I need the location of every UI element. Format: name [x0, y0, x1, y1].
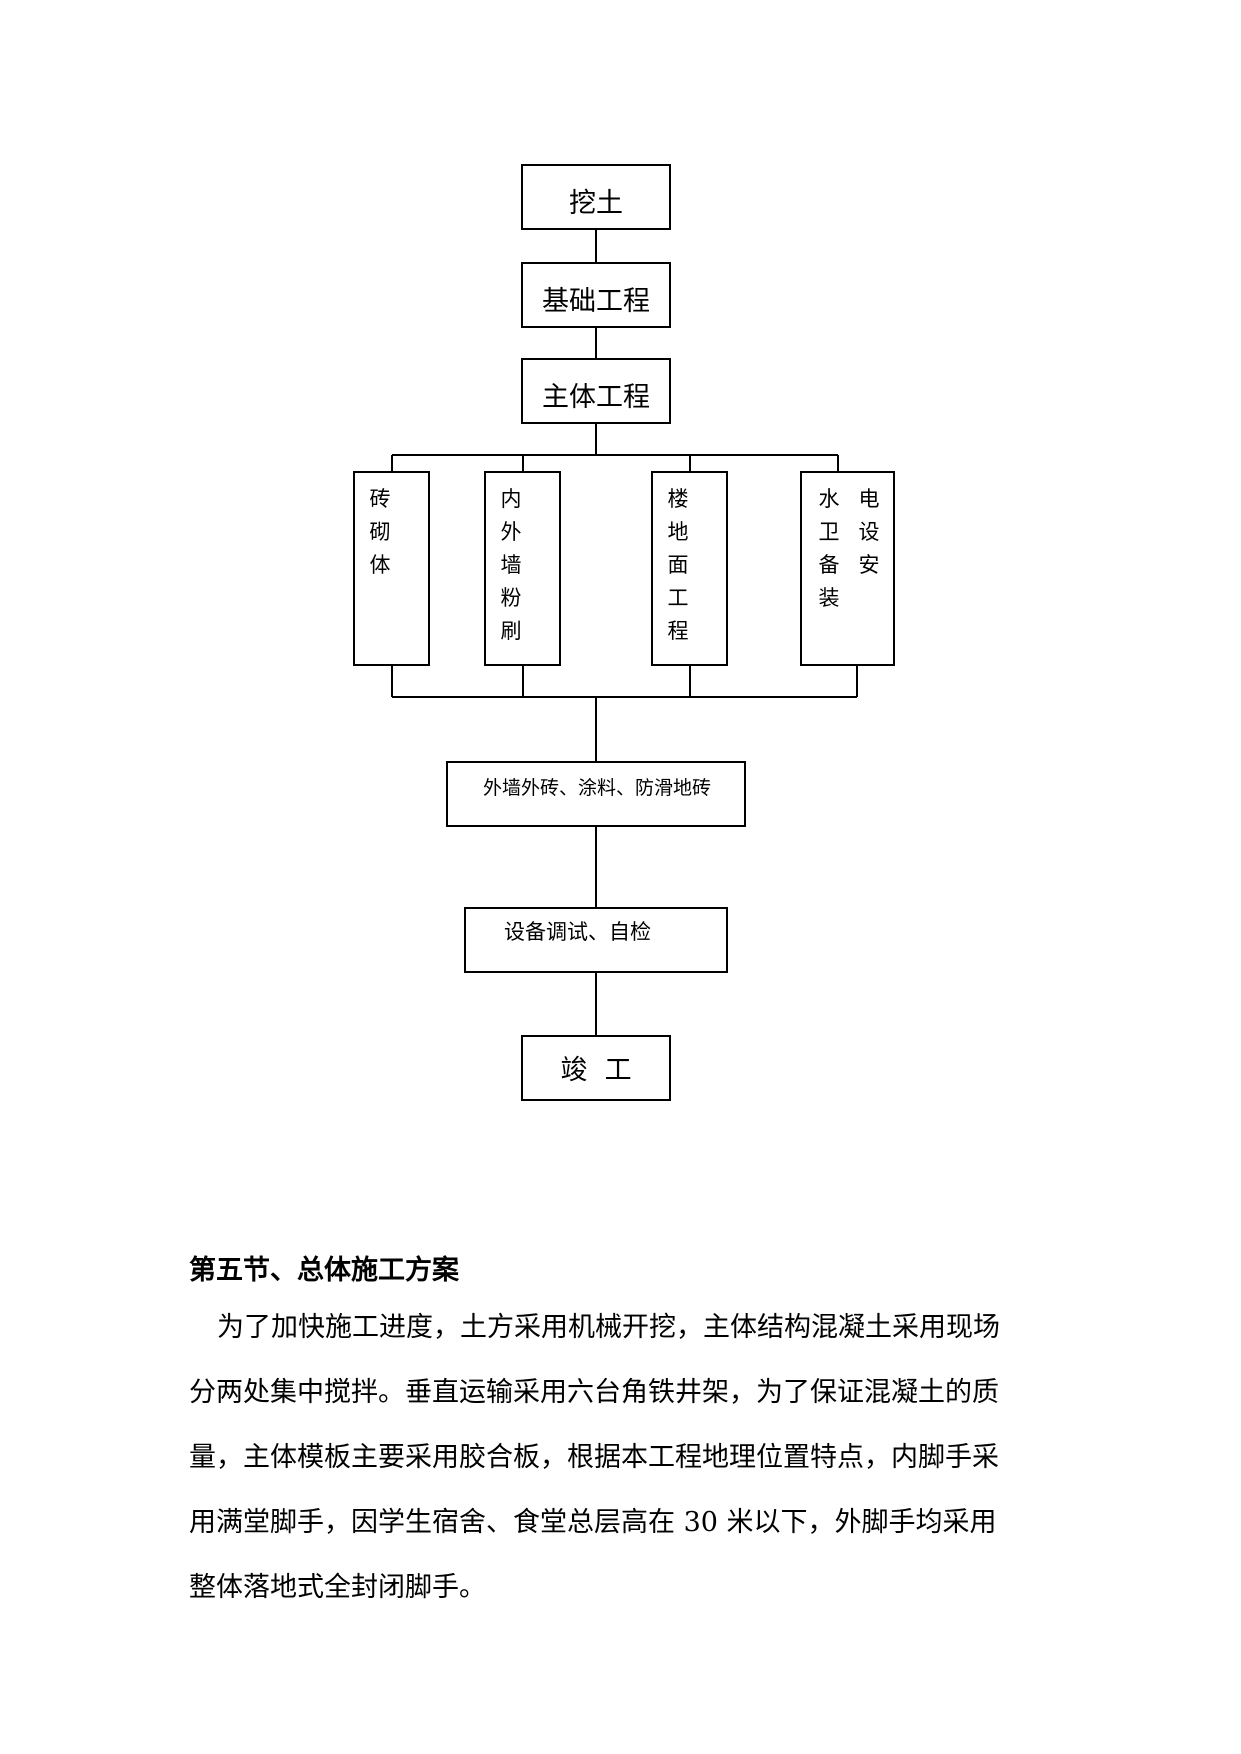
flow-step-foundation: 基础工程	[521, 262, 671, 328]
section-heading: 第五节、总体施工方案	[189, 1255, 459, 1286]
flow-branch-masonry: 砖 砌 体	[353, 471, 430, 666]
flow-step-exterior-finishes: 外墙外砖、涂料、防滑地砖	[446, 761, 746, 827]
branch-char: 程	[667, 619, 689, 643]
branch-char: 砌	[369, 520, 391, 544]
section-body: 为了加快施工进度，土方采用机械开挖，主体结构混凝土采用现场 分两处集中搅拌。垂直…	[189, 1295, 1061, 1620]
flow-step-excavation: 挖土	[521, 164, 671, 230]
branch-char: 体	[369, 553, 391, 577]
flow-step-label: 主体工程	[542, 382, 650, 413]
branch-char: 内	[500, 487, 522, 511]
flow-step-label: 外墙外砖、涂料、防滑地砖	[483, 777, 712, 799]
branch-text-column: 内 外 墙 粉 刷	[498, 483, 524, 648]
branch-char: 装	[818, 586, 840, 610]
flow-step-completion: 竣 工	[521, 1035, 671, 1101]
body-paragraph: 为了加快施工进度，土方采用机械开挖，主体结构混凝土采用现场 分两处集中搅拌。垂直…	[189, 1295, 1061, 1620]
body-line: 分两处集中搅拌。垂直运输采用六台角铁井架，为了保证混凝土的质	[189, 1377, 999, 1408]
branch-char: 备	[818, 553, 840, 577]
body-line: 用满堂脚手，因学生宿舍、食堂总层高在 30 米以下，外脚手均采用	[189, 1507, 997, 1538]
branch-text-column: 楼 地 面 工 程	[665, 483, 691, 648]
flow-branch-wall-plastering: 内 外 墙 粉 刷	[484, 471, 561, 666]
body-line: 量，主体模板主要采用胶合板，根据本工程地理位置特点，内脚手采	[189, 1442, 999, 1473]
flow-step-commissioning: 设备调试、自检	[464, 907, 728, 973]
branch-char: 工	[667, 586, 689, 610]
branch-char: 面	[667, 553, 689, 577]
branch-char: 墙	[500, 553, 522, 577]
flow-step-main-structure: 主体工程	[521, 358, 671, 424]
branch-char: 粉	[500, 586, 522, 610]
branch-text-column: 水 卫 备 装	[816, 483, 842, 615]
flow-step-label: 竣 工	[560, 1055, 632, 1086]
branch-char: 刷	[500, 619, 522, 643]
branch-char: 水	[818, 487, 840, 511]
branch-text-column: 电 设 安	[856, 483, 882, 582]
branch-text-column: 砖 砌 体	[367, 483, 393, 582]
branch-char: 卫	[818, 520, 840, 544]
branch-char: 安	[858, 553, 880, 577]
flow-step-label: 基础工程	[542, 286, 650, 317]
flow-branch-floor-works: 楼 地 面 工 程	[651, 471, 728, 666]
flow-step-label: 挖土	[569, 188, 623, 219]
branch-char: 外	[500, 520, 522, 544]
branch-char: 电	[858, 487, 880, 511]
branch-char: 地	[667, 520, 689, 544]
body-line: 为了加快施工进度，土方采用机械开挖，主体结构混凝土采用现场	[217, 1312, 1000, 1343]
branch-char: 楼	[667, 487, 689, 511]
branch-char: 砖	[369, 487, 391, 511]
flowchart-connectors	[391, 230, 858, 1036]
flow-branch-plumbing-electrical: 水 卫 备 装 电 设 安	[800, 471, 895, 666]
body-line: 整体落地式全封闭脚手。	[189, 1572, 486, 1603]
branch-char: 设	[858, 520, 880, 544]
flow-step-label: 设备调试、自检	[504, 920, 651, 944]
